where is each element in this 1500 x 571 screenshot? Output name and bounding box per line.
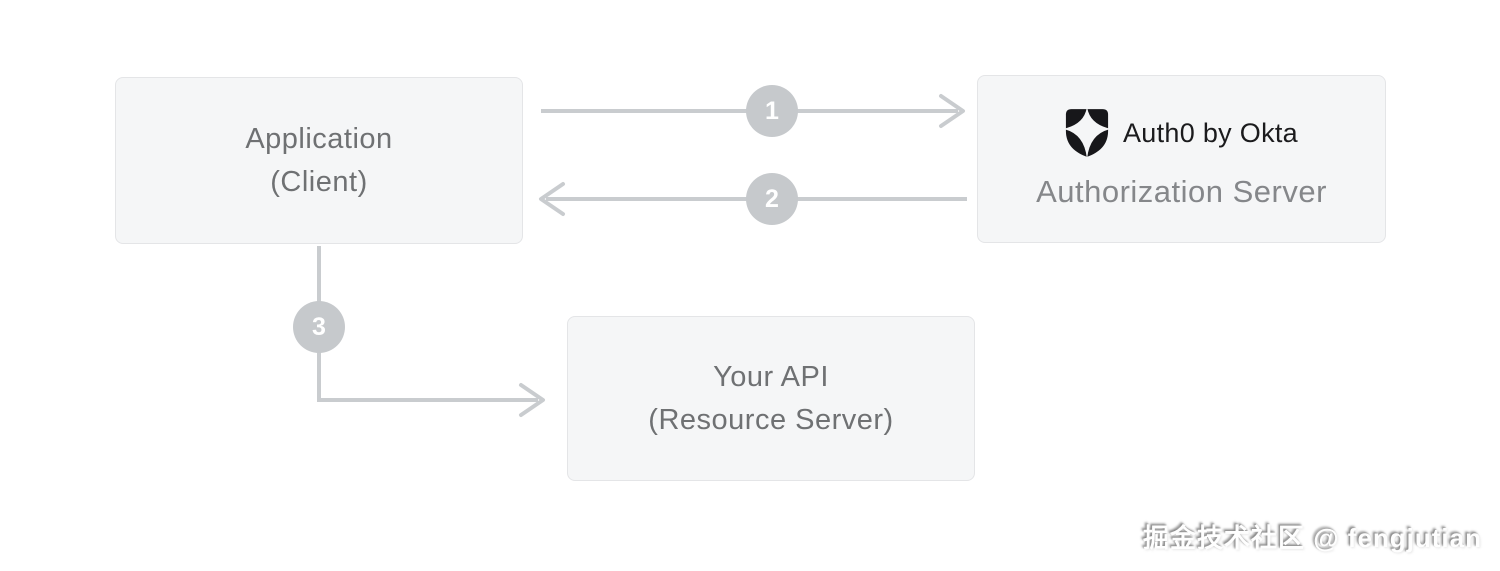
step-badge-2: 2 [746, 173, 798, 225]
watermark-text: 掘金技术社区 @ fengjutian [1142, 523, 1482, 553]
application-label-line1: Application [245, 122, 393, 155]
authorization-server-node: Auth0 by Okta Authorization Server [977, 75, 1386, 243]
authorization-server-label: Authorization Server [1036, 174, 1327, 209]
application-label-line2: (Client) [270, 165, 368, 198]
your-api-label-line1: Your API [713, 360, 829, 393]
step-arrow-3-icon [317, 246, 545, 417]
step-badge-3: 3 [293, 301, 345, 353]
your-api-node: Your API (Resource Server) [567, 316, 975, 481]
auth0-brand-label: Auth0 by Okta [1123, 117, 1298, 148]
auth0-shield-icon [1065, 108, 1109, 158]
step-badge-1: 1 [746, 85, 798, 137]
auth0-brand-row: Auth0 by Okta [1065, 108, 1298, 158]
application-client-node: Application (Client) [115, 77, 523, 244]
your-api-label-line2: (Resource Server) [648, 403, 894, 436]
